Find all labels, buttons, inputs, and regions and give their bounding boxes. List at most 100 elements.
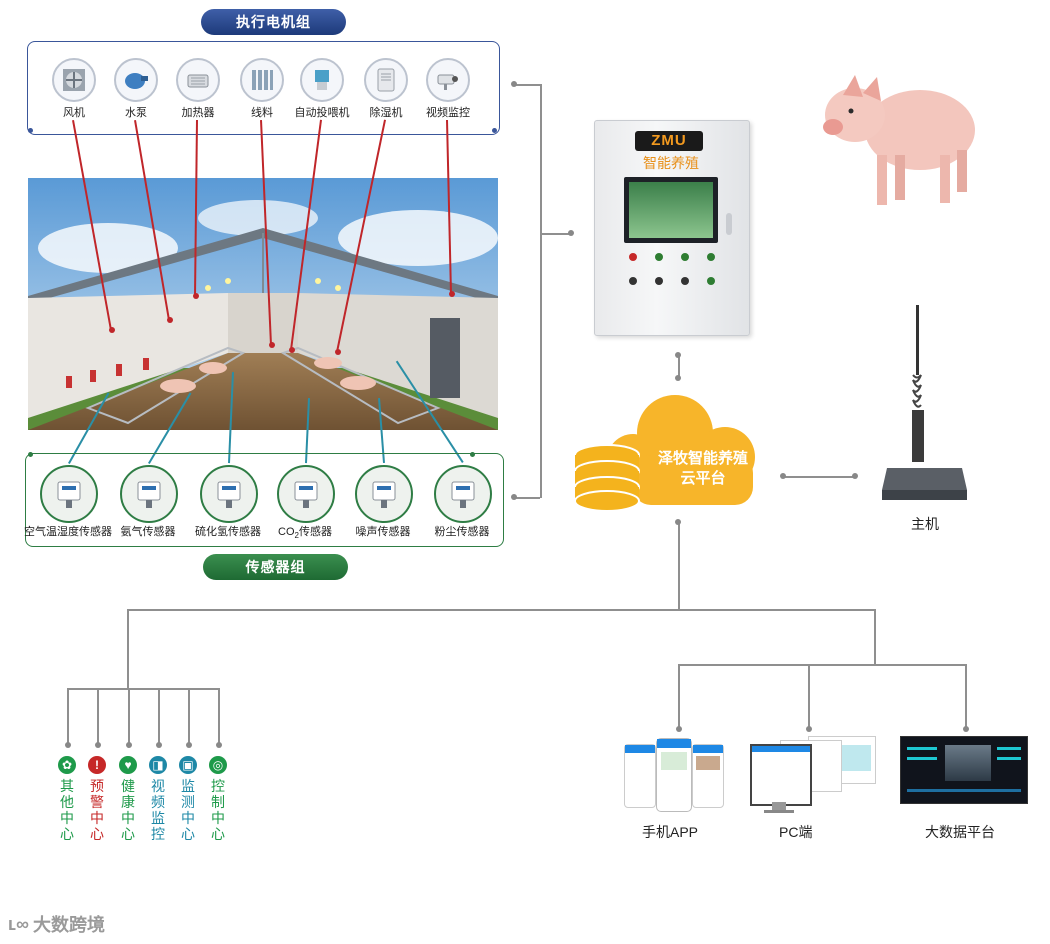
connector-dot [568, 230, 574, 236]
center-connector [97, 688, 99, 745]
control-icon: ◎ [209, 756, 227, 774]
connector-cabinet-cloud [678, 355, 680, 377]
sensor-label-rest: 传感器 [298, 526, 332, 538]
connector-sensor-right [514, 497, 540, 499]
sensor-device-icon [40, 465, 98, 523]
actuator-label: 除湿机 [369, 107, 403, 119]
connector-cloud-host [783, 476, 855, 478]
connector-dot [780, 473, 786, 479]
actuator-label: 水泵 [125, 107, 147, 119]
watermark-logo-icon: ʟ∞ [8, 913, 29, 934]
connector-cloud-down [678, 522, 680, 610]
frame-corner-dot [470, 452, 475, 457]
pig-illustration [815, 55, 985, 215]
center-label[interactable]: 健康中心 [121, 778, 135, 842]
cabinet-subtitle: 智能养殖 [643, 155, 699, 171]
center-connector [218, 688, 220, 745]
database-icon [574, 444, 640, 512]
heater-icon [176, 58, 220, 102]
connector-dot [675, 375, 681, 381]
center-label[interactable]: 控制中心 [211, 778, 225, 842]
sensor-device-icon [200, 465, 258, 523]
control-cabinet: ZMU 智能养殖 [594, 120, 750, 336]
connector-dot [511, 81, 517, 87]
actuator-label: 风机 [63, 107, 85, 119]
center-label[interactable]: 视频监控 [151, 778, 165, 842]
frame-corner-dot [28, 452, 33, 457]
frame-corner-dot [28, 128, 33, 133]
center-connector [158, 688, 160, 745]
actuator-connector-end [269, 342, 275, 348]
center-connector [128, 688, 130, 745]
connector-spine [540, 84, 542, 498]
connector-dot [676, 726, 682, 732]
cloud-title-line1: 泽牧智能养殖 [657, 450, 748, 467]
connector-dot [186, 742, 192, 748]
sensor-label: 空气温湿度传感器 [24, 526, 112, 538]
actuator-label: 加热器 [181, 107, 215, 119]
center-label[interactable]: 监测中心 [181, 778, 195, 842]
connector-dot [675, 519, 681, 525]
cabinet-logo: ZMU [635, 131, 703, 151]
connector-dot [806, 726, 812, 732]
center-label[interactable]: 预警中心 [90, 778, 104, 842]
connector-right-down [874, 609, 876, 665]
dehumidifier-icon [364, 58, 408, 102]
pc-screens [750, 736, 878, 816]
connector-dot [511, 494, 517, 500]
sensor-group-title: 传感器组 [203, 554, 348, 580]
cabinet-buttons [627, 253, 717, 293]
terminal-connector [678, 664, 680, 729]
sensor-label: CO2传感器 [255, 523, 355, 540]
connector-dot [156, 742, 162, 748]
camera-icon [426, 58, 470, 102]
host-device [882, 300, 972, 505]
sensor-label-subscript: 2 [294, 531, 299, 541]
actuator-connector-end [335, 349, 341, 355]
cloud-platform: 泽牧智能养殖 云平台 [574, 385, 775, 515]
connector-right-branch [678, 664, 965, 666]
mobile-app-screens [624, 738, 724, 812]
connector-dot [65, 742, 71, 748]
water-pump-icon [114, 58, 158, 102]
camera-icon: ◨ [149, 756, 167, 774]
auto-feeder-icon [300, 58, 344, 102]
host-label: 主机 [911, 516, 939, 532]
terminal-connector [965, 664, 967, 729]
terminal-label[interactable]: 手机APP [642, 824, 699, 840]
actuator-connector-end [193, 293, 199, 299]
cabinet-screen [624, 177, 718, 243]
heart-icon: ♥ [119, 756, 137, 774]
fan-icon [52, 58, 96, 102]
watermark-text: 大数跨境 [32, 915, 105, 935]
actuator-connector-end [167, 317, 173, 323]
actuator-label: 线料 [251, 107, 273, 119]
center-label[interactable]: 其他中心 [60, 778, 74, 842]
connector-dot [126, 742, 132, 748]
gear-icon: ✿ [58, 756, 76, 774]
sensor-label: 粉尘传感器 [434, 526, 490, 538]
connector-dot [675, 352, 681, 358]
connector-main-horizontal [127, 609, 875, 611]
sensor-device-icon [120, 465, 178, 523]
actuator-group-frame [27, 41, 500, 135]
connector-left-down [127, 609, 129, 689]
watermark: ʟ∞ 大数跨境 [8, 910, 105, 938]
terminal-label[interactable]: PC端 [779, 824, 813, 840]
actuator-connector-end [109, 327, 115, 333]
feed-line-icon [240, 58, 284, 102]
connector-dot [95, 742, 101, 748]
connector-dot [852, 473, 858, 479]
actuator-label: 自动投喂机 [294, 107, 350, 119]
connector-left-branch [67, 688, 218, 690]
terminal-label[interactable]: 大数据平台 [925, 824, 995, 840]
connector-dot [216, 742, 222, 748]
warning-icon: ! [88, 756, 106, 774]
connector-to-cabinet [540, 233, 570, 235]
sensor-label: 噪声传感器 [355, 526, 411, 538]
terminal-connector [808, 664, 810, 729]
cloud-title-line2: 云平台 [680, 470, 726, 487]
connector-actuator-right [514, 84, 540, 86]
sensor-device-icon [434, 465, 492, 523]
sensor-group-frame [25, 453, 504, 547]
